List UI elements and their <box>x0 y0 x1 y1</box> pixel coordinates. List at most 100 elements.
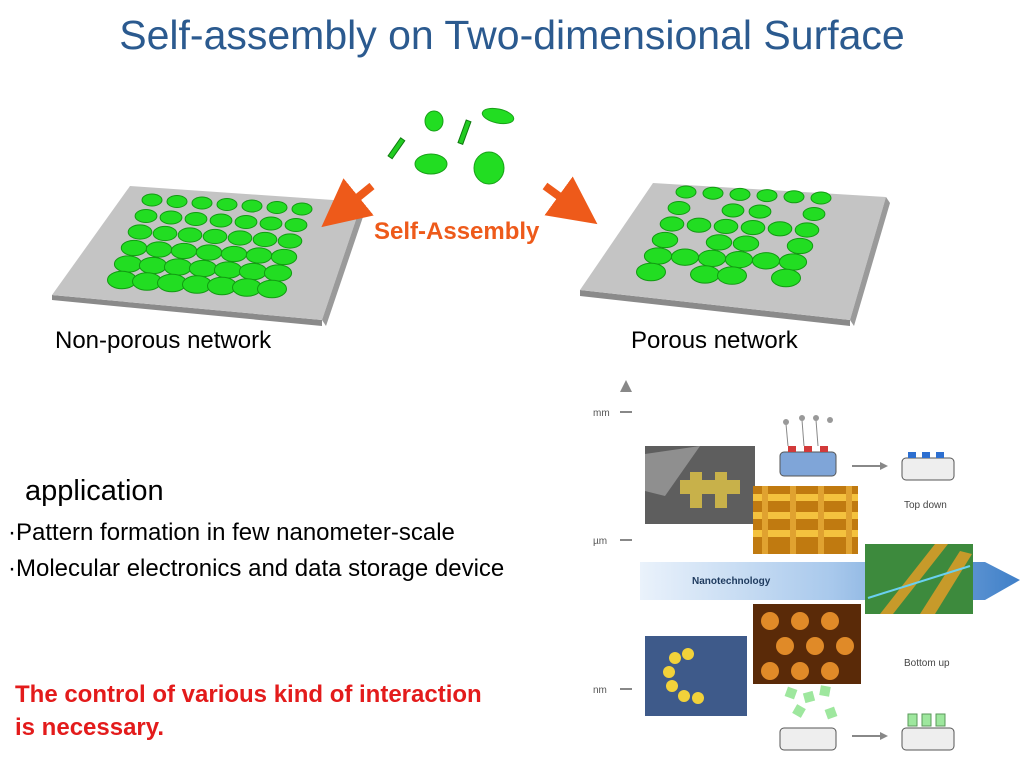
nonporous-caption: Non-porous network <box>55 327 272 354</box>
scale-label-mm: mm <box>593 408 610 419</box>
application-bullet-2: ·Molecular electronics and data storage … <box>8 555 504 583</box>
molecule-disc <box>786 237 814 255</box>
molecule-disc <box>238 262 268 281</box>
free-molecules <box>387 107 515 185</box>
molecule-disc <box>220 245 248 263</box>
molecule-disc <box>134 208 158 224</box>
atom-micrograph <box>645 636 747 716</box>
molecule-disc <box>157 273 187 293</box>
molecule-disc <box>145 241 173 258</box>
molecule-disc <box>724 250 754 269</box>
molecule-disc <box>670 248 700 266</box>
molecule-disc <box>188 259 218 278</box>
molecule-disc <box>259 216 283 231</box>
arrow-left <box>321 178 375 228</box>
molecule-disc <box>713 218 739 234</box>
molecule-disc <box>159 210 183 225</box>
molecule-disc <box>675 185 697 199</box>
molecule-disc <box>234 214 258 230</box>
conclusion-line-2: is necessary. <box>15 714 165 741</box>
molecule-disc <box>207 276 237 296</box>
nonporous-substrate <box>52 186 366 326</box>
molecule-disc <box>277 233 303 249</box>
molecule-disc <box>740 220 766 236</box>
molecule-disc <box>107 270 137 290</box>
molecule-disc <box>252 231 278 248</box>
molecule-disc <box>113 255 143 273</box>
probe-micrograph <box>645 446 755 524</box>
porous-caption: Porous network <box>631 327 798 354</box>
molecule-disc <box>756 189 778 203</box>
bullet-marker: · <box>8 555 16 582</box>
molecule-disc <box>152 225 178 242</box>
molecule-disc <box>213 261 243 279</box>
molecule-disc <box>717 266 747 285</box>
molecule-disc <box>257 279 287 299</box>
molecule-disc <box>636 262 666 282</box>
application-heading: application <box>25 475 164 507</box>
molecule-disc <box>748 204 772 219</box>
porous-substrate <box>580 183 890 326</box>
bullet-marker: · <box>8 519 16 546</box>
molecule-disc <box>794 222 820 238</box>
lattice-micrograph <box>753 604 861 684</box>
molecule-disc <box>166 195 188 208</box>
molecule-disc <box>263 264 293 282</box>
scale-label-nm: nm <box>593 685 607 696</box>
molecule-disc <box>120 239 148 257</box>
conclusion-line-1: The control of various kind of interacti… <box>15 681 482 708</box>
slide-title: Self-assembly on Two-dimensional Surface <box>119 12 905 58</box>
molecule-disc <box>138 256 168 275</box>
molecule-disc <box>659 216 685 232</box>
application-bullet-1: ·Pattern formation in few nanometer-scal… <box>8 519 455 547</box>
molecule-disc <box>216 198 238 211</box>
scale-axis-arrow <box>620 380 632 392</box>
molecule-disc <box>732 235 760 252</box>
molecule-disc <box>284 217 308 233</box>
bullet-text: Pattern formation in few nanometer-scale <box>16 519 455 546</box>
molecule-disc <box>721 203 745 218</box>
conclusion-text: The control of various kind of interacti… <box>15 678 482 744</box>
woodpile-micrograph <box>753 486 858 554</box>
molecule-disc <box>651 231 679 249</box>
molecule-disc <box>643 247 673 265</box>
molecule-disc <box>184 211 208 227</box>
molecule-disc <box>245 247 273 264</box>
molecule-disc <box>705 234 733 251</box>
molecule-disc <box>751 252 781 270</box>
molecule-disc <box>771 268 801 288</box>
self-assembly-diagram <box>52 107 890 326</box>
molecule-disc <box>270 248 298 266</box>
molecule-disc <box>170 242 198 260</box>
molecule-disc <box>702 186 724 200</box>
molecule-disc <box>783 190 805 204</box>
molecule-disc <box>195 244 223 261</box>
bullet-text: Molecular electronics and data storage d… <box>16 555 505 582</box>
porous-molecule-grid <box>636 185 832 288</box>
molecule-disc <box>209 213 233 228</box>
molecule-disc <box>667 200 691 216</box>
top-down-schematic: Top down <box>779 415 955 511</box>
molecule-disc <box>810 191 832 205</box>
self-assembly-label: Self-Assembly <box>374 218 540 245</box>
scale-label-um: µm <box>593 536 607 547</box>
bottom-up-label: Bottom up <box>904 658 950 669</box>
molecule-disc <box>227 230 253 246</box>
bottom-up-schematic: Bottom up <box>779 658 955 751</box>
nonporous-molecule-grid <box>107 193 313 299</box>
molecule-disc <box>686 217 712 233</box>
molecule-disc <box>127 224 153 240</box>
molecule-disc <box>729 187 751 201</box>
banner-label: Nanotechnology <box>692 576 771 587</box>
molecule-disc <box>690 265 720 284</box>
nanotechnology-figure: mm µm nm Nanotechnology <box>593 380 1020 756</box>
molecule-disc <box>163 258 193 276</box>
molecule-disc <box>266 201 288 214</box>
molecule-disc <box>241 199 263 213</box>
molecule-disc <box>802 206 826 222</box>
molecule-disc <box>177 227 203 243</box>
molecule-disc <box>767 221 793 237</box>
nanowire-micrograph <box>865 544 973 614</box>
molecule-disc <box>202 228 228 245</box>
molecule-disc <box>191 196 213 210</box>
